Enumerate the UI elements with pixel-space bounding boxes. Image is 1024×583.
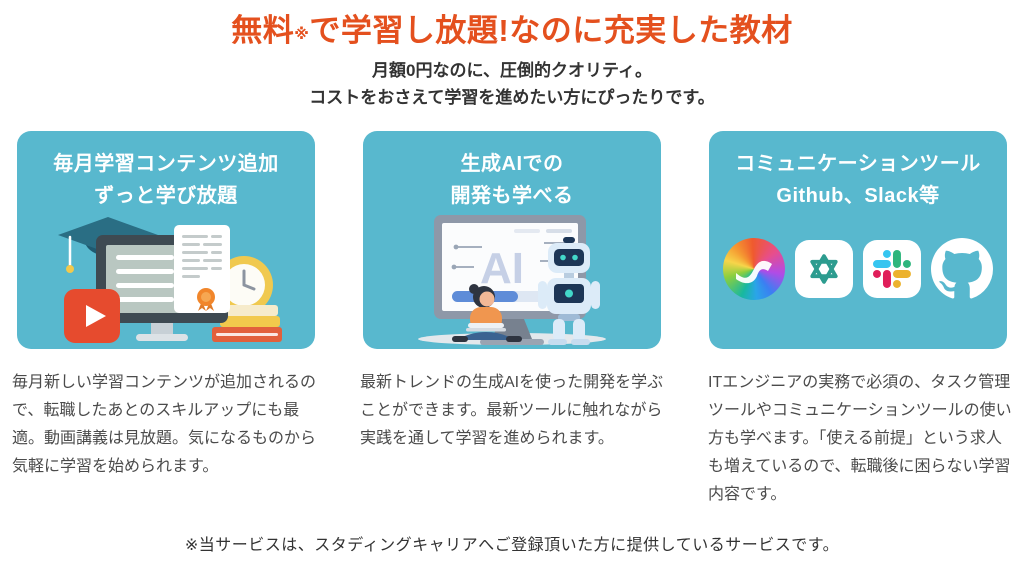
card-generative-ai-title-line2: 開発も学べる — [450, 184, 574, 207]
section-title: 無料※で学習し放題!なのに充実した教材 — [0, 12, 1024, 51]
chatgpt-icon — [795, 239, 853, 298]
card-monthly-content-title-line1: 毎月学習コンテンツ追加 — [53, 152, 279, 175]
section-title-suffix: で学習し放題!なのに充実した教材 — [309, 13, 793, 48]
card-generative-ai-title: 生成AIでの 開発も学べる — [363, 131, 661, 212]
subtitle-line-1: 月額0円なのに、圧倒的クオリティ。 — [372, 60, 652, 80]
card-communication-tools: コミュニケーションツール Github、Slack等 — [709, 130, 1007, 349]
footnote-asterisk: ※ — [294, 26, 310, 43]
card-communication-tools-title: コミュニケーションツール Github、Slack等 — [709, 131, 1007, 212]
section-subtitle: 月額0円なのに、圧倒的クオリティ。 コストをおさえて学習を進めたい方にぴったりで… — [0, 57, 1024, 112]
certificate-icon — [174, 224, 230, 313]
card-monthly-content-title: 毎月学習コンテンツ追加 ずっと学び放題 — [17, 131, 315, 212]
robot-illustration — [538, 236, 600, 345]
books-icon — [212, 304, 282, 342]
github-icon — [931, 237, 993, 299]
card-generative-ai: 生成AIでの 開発も学べる AI — [363, 130, 661, 349]
learning-contents-illustration — [58, 216, 282, 343]
card-monthly-content-description: 毎月新しい学習コンテンツが追加されるので、転職したあとのスキルアップにも最適。動… — [12, 373, 317, 475]
ai-screen-label: AI — [480, 244, 524, 293]
card-monthly-content: 毎月学習コンテンツ追加 ずっと学び放題 — [17, 130, 315, 349]
subtitle-line-2: コストをおさえて学習を進めたい方にぴったりです。 — [309, 88, 715, 108]
card-communication-tools-title-line1: コミュニケーションツール — [735, 152, 981, 175]
section-title-prefix: 無料 — [231, 13, 295, 48]
card-communication-tools-title-line2: Github、Slack等 — [776, 184, 940, 207]
slack-icon — [863, 239, 921, 298]
feature-cards-row: 毎月学習コンテンツ追加 ずっと学び放題 — [17, 130, 1007, 349]
tool-icons-row — [709, 237, 1007, 300]
card-generative-ai-description: 最新トレンドの生成AIを使った開発を学ぶことができます。最新ツールに触れながら実… — [360, 373, 664, 447]
card-descriptions-row: 毎月新しい学習コンテンツが追加されるので、転職したあとのスキルアップにも最適。動… — [12, 369, 1012, 509]
generative-ai-illustration: AI — [418, 214, 606, 345]
woman-with-laptop-illustration — [452, 283, 522, 342]
card-communication-tools-description: ITエンジニアの実務で必須の、タスク管理ツールやコミュニケーションツールの使い方… — [708, 373, 1012, 503]
copilot-icon — [723, 237, 785, 300]
card-monthly-content-title-line2: ずっと学び放題 — [94, 184, 238, 207]
free-learning-section: 無料※で学習し放題!なのに充実した教材 月額0円なのに、圧倒的クオリティ。 コス… — [0, 12, 1024, 583]
play-button-icon — [64, 288, 120, 343]
card-generative-ai-title-line1: 生成AIでの — [460, 152, 564, 175]
service-footnote: ※当サービスは、スタディングキャリアへご登録頂いた方に提供しているサービスです。 — [184, 536, 840, 554]
